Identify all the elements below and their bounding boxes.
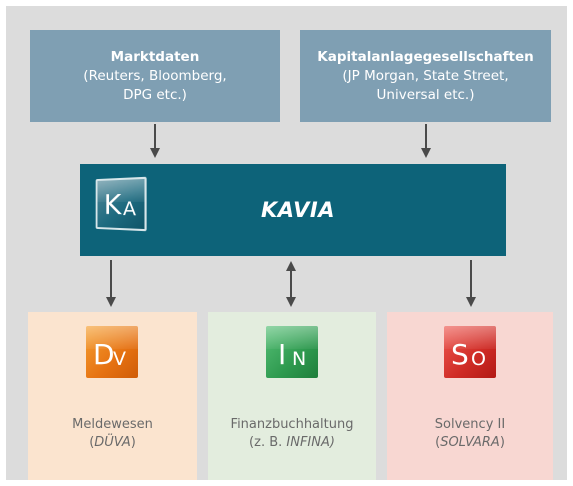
infina-logo-letter-n: N [292, 348, 307, 370]
duva-caption-line2: (DÜVA) [28, 434, 197, 452]
solvara-caption-post: ) [499, 435, 505, 450]
solvara-logo-icon: S O [444, 326, 496, 378]
investment-companies-title: Kapitalanlagegesellschaften [317, 48, 534, 65]
duva-box: D V Meldewesen (DÜVA) [28, 312, 197, 480]
solvara-logo-letter-s: S [451, 338, 469, 371]
infina-logo-icon: I N [266, 326, 318, 378]
market-data-sources-line1: (Reuters, Bloomberg, [83, 67, 227, 84]
kavia-box: K A KAVIA [80, 164, 506, 256]
solvara-caption: Solvency II (SOLVARA) [387, 416, 553, 452]
infina-caption-line2: (z. B. INFINA) [208, 434, 376, 452]
duva-caption-pre: ( [89, 435, 95, 450]
investment-companies-line1: (JP Morgan, State Street, [342, 67, 509, 84]
investment-companies-box: Kapitalanlagegesellschaften (JP Morgan, … [300, 30, 551, 122]
market-data-title: Marktdaten [110, 48, 200, 65]
duva-caption-post: ) [130, 435, 136, 450]
duva-logo-letter-d: D [93, 338, 115, 371]
infina-box: I N Finanzbuchhaltung (z. B. INFINA) [208, 312, 376, 480]
kavia-label: KAVIA [261, 198, 335, 222]
solvara-caption-line2: (SOLVARA) [387, 434, 553, 452]
duva-caption-line1: Meldewesen [72, 417, 153, 432]
solvara-logo-letter-o: O [471, 348, 486, 370]
duva-caption: Meldewesen (DÜVA) [28, 416, 197, 452]
infina-caption-product: INFINA) [286, 435, 335, 450]
solvara-box: S O Solvency II (SOLVARA) [387, 312, 553, 480]
duva-logo-letter-v: V [113, 348, 126, 370]
infina-logo-letter-i: I [278, 338, 287, 371]
solvara-caption-pre: ( [435, 435, 441, 450]
infina-caption-pre: (z. B. [249, 435, 287, 450]
duva-caption-product: DÜVA [94, 435, 131, 450]
solvara-caption-line1: Solvency II [434, 417, 506, 432]
infina-caption: Finanzbuchhaltung (z. B. INFINA) [208, 416, 376, 452]
duva-logo-icon: D V [86, 326, 138, 378]
solvara-caption-product: SOLVARA [440, 435, 500, 450]
infina-caption-line1: Finanzbuchhaltung [230, 417, 354, 432]
investment-companies-line2: Universal etc.) [376, 86, 475, 103]
diagram-canvas: Marktdaten (Reuters, Bloomberg, DPG etc.… [6, 6, 567, 480]
market-data-sources-line2: DPG etc.) [123, 86, 187, 103]
market-data-box: Marktdaten (Reuters, Bloomberg, DPG etc.… [30, 30, 280, 122]
